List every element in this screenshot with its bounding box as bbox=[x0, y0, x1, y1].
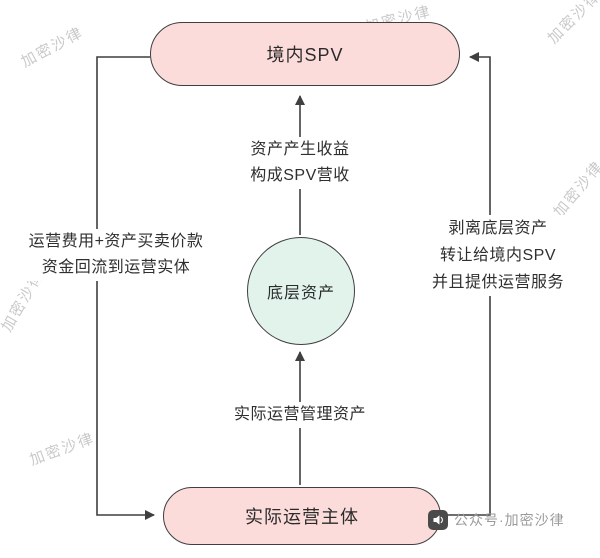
node-domestic-spv-label: 境内SPV bbox=[266, 45, 344, 65]
edge-label-assets-generate-income: 资产产生收益 构成SPV营收 bbox=[228, 137, 372, 189]
node-operating-entity-label: 实际运营主体 bbox=[245, 507, 359, 527]
arrow-left-top-to-bottom bbox=[96, 56, 155, 520]
node-domestic-spv: 境内SPV bbox=[150, 22, 460, 86]
node-underlying-assets-label: 底层资产 bbox=[266, 285, 335, 302]
footer-credit: 公众号·加密沙律 bbox=[428, 510, 565, 530]
edge-label-operate-manage-assets: 实际运营管理资产 bbox=[215, 402, 385, 428]
node-underlying-assets: 底层资产 bbox=[247, 237, 355, 345]
edge-label-transfer-assets: 剥离底层资产 转让给境内SPV 并且提供运营服务 bbox=[410, 215, 586, 296]
node-operating-entity: 实际运营主体 bbox=[163, 487, 441, 545]
wechat-official-account-icon bbox=[428, 510, 448, 530]
footer-credit-text: 公众号·加密沙律 bbox=[454, 512, 565, 528]
edge-label-funds-return: 运营费用+资产买卖价款 资金回流到运营实体 bbox=[0, 229, 232, 281]
